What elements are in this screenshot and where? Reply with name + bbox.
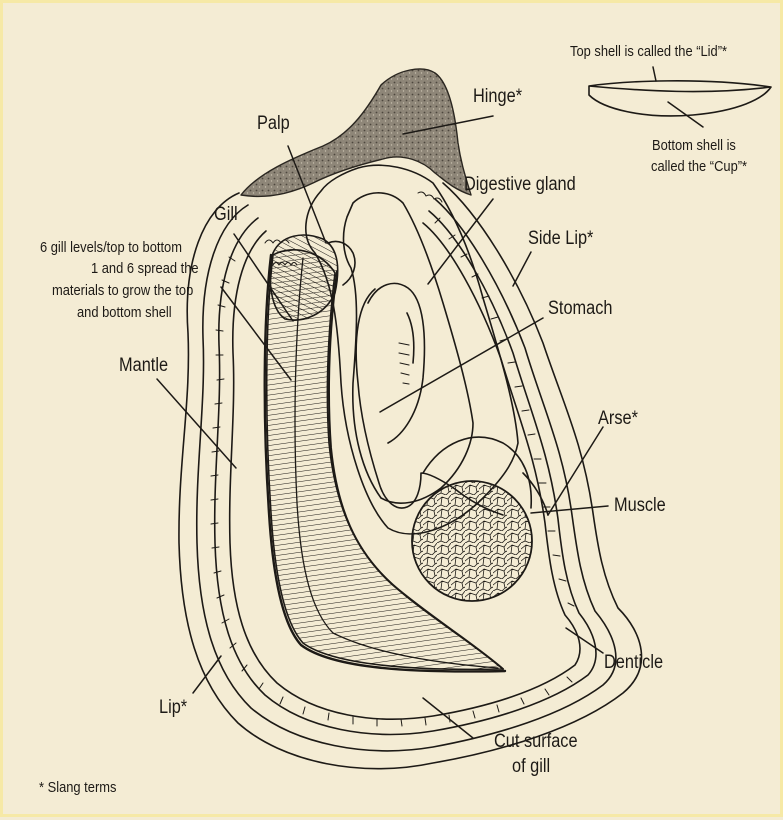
leader-stomach [380,318,543,412]
label-muscle: Muscle [614,496,666,516]
label-bottom-shell-1: Bottom shell is [652,138,736,154]
label-gill-note-1: 6 gill levels/top to bottom [40,240,182,256]
label-mantle: Mantle [119,356,168,376]
label-gill-note-4: and bottom shell [77,305,172,321]
label-gill: Gill [214,205,238,225]
label-digestive-gland: Digestive gland [464,175,576,195]
label-lip: Lip* [159,698,187,718]
label-gill-note-2: 1 and 6 spread the [91,261,199,277]
oyster-drawing [3,3,783,820]
leader-side-lip [513,252,531,286]
stomach-folds [399,343,409,384]
leader-lip [193,656,221,693]
leader-top-shell [653,67,656,81]
label-denticle: Denticle [604,653,663,673]
muscle-anus [523,473,548,515]
label-palp: Palp [257,114,290,134]
label-bottom-shell-2: called the “Cup”* [651,159,747,175]
label-hinge: Hinge* [473,87,522,107]
stomach-tube [368,283,424,443]
adductor-muscle [412,481,532,601]
leader-mantle [157,379,236,468]
label-top-shell: Top shell is called the “Lid”* [570,44,727,60]
label-cut-surface-1: Cut surface [494,732,578,752]
visceral-inner [344,193,473,503]
label-side-lip: Side Lip* [528,229,593,249]
label-arse: Arse* [598,409,638,429]
label-cut-surface-2: of gill [512,757,550,777]
label-stomach: Stomach [548,299,612,319]
leader-arse [548,427,603,515]
footnote-slang-terms: * Slang terms [39,780,116,796]
label-gill-note-3: materials to grow the top [52,283,193,299]
leader-denticle [566,628,603,653]
